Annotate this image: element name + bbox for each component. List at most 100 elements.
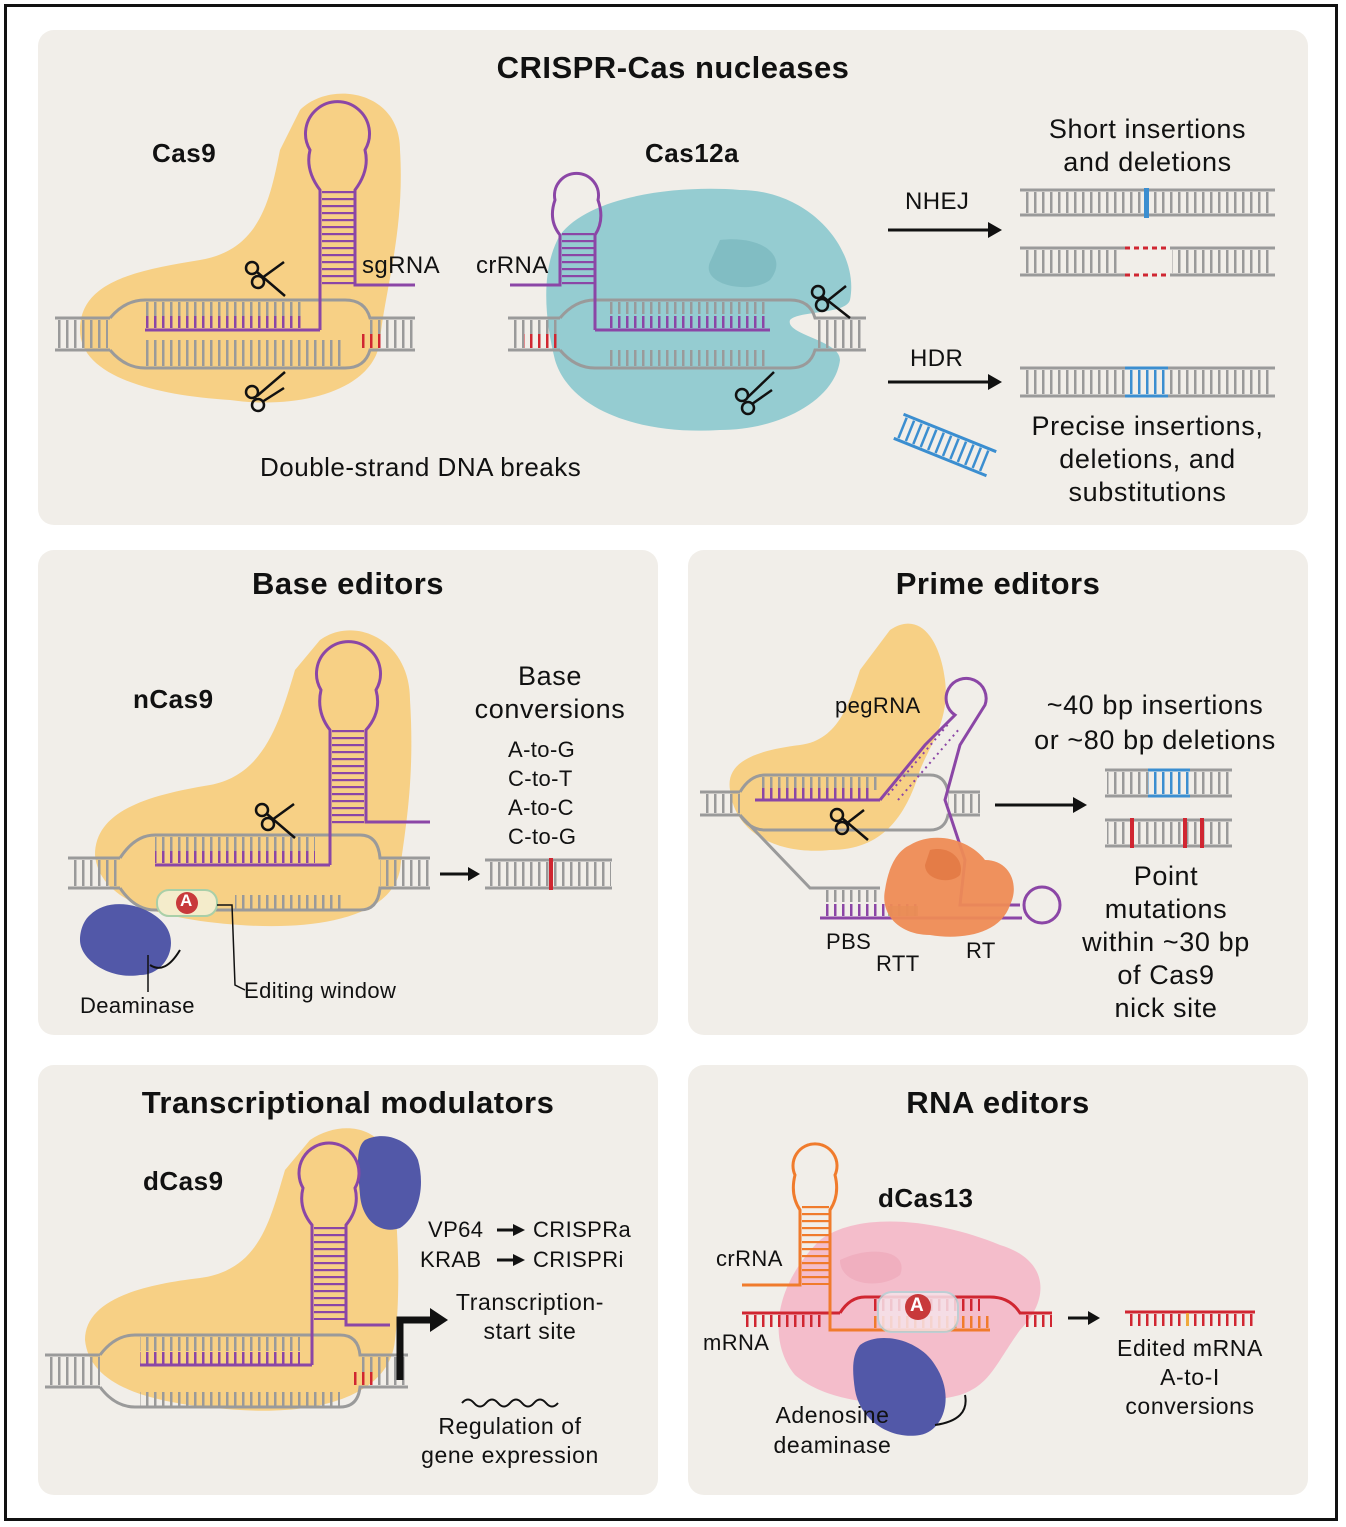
crispri-label: CRISPRi xyxy=(533,1247,624,1272)
hdr-label: HDR xyxy=(910,345,964,372)
rtt-label: RTT xyxy=(876,951,920,976)
indels-line-2: and deletions xyxy=(1063,147,1232,177)
point-line-4: of Cas9 xyxy=(1117,960,1215,990)
prime-out-line-2: or ~80 bp deletions xyxy=(1034,725,1276,755)
scissors-icon-prime xyxy=(829,807,869,841)
scissors-icon-cas12a-top xyxy=(810,284,851,319)
indel-dna-deletion xyxy=(1020,246,1275,277)
scissors-icon-cas9-top xyxy=(244,260,286,297)
cas12a-dna xyxy=(508,298,866,370)
pbs-label: PBS xyxy=(826,929,872,954)
conversion-c-to-g: C-to-G xyxy=(508,824,577,849)
prime-out-line-1: ~40 bp insertions xyxy=(1046,690,1264,720)
ncas9-label: nCas9 xyxy=(133,684,214,714)
base-converted-dna xyxy=(485,858,612,890)
cas12a-crrna xyxy=(510,171,603,330)
precise-dna xyxy=(1020,366,1275,398)
crispra-label: CRISPRa xyxy=(533,1217,632,1242)
rna-arrow xyxy=(1068,1311,1100,1325)
precise-line-3: substitutions xyxy=(1068,477,1227,507)
reg-line-2: gene expression xyxy=(421,1442,599,1468)
tss-arrow-icon xyxy=(396,1316,432,1380)
base-conversions-heading: Base conversions xyxy=(455,660,645,726)
edited-line-3: conversions xyxy=(1125,1393,1255,1419)
nhej-arrow xyxy=(888,222,1002,238)
precise-line-1: Precise insertions, xyxy=(1031,411,1264,441)
reverse-transcriptase xyxy=(884,837,1014,937)
crrna-label: crRNA xyxy=(476,252,549,279)
scissors-icon-cas12a-bottom xyxy=(734,371,775,416)
adenosine-line-1: Adenosine xyxy=(775,1402,890,1428)
point-mutations-label: Point mutations within ~30 bp of Cas9 ni… xyxy=(1060,860,1272,1025)
mrna-wave-icon xyxy=(461,1398,559,1408)
adenosine-deaminase-label: Adenosine deaminase xyxy=(750,1400,915,1460)
prime-outcome-label: ~40 bp insertions or ~80 bp deletions xyxy=(1005,688,1305,758)
tss-line-2: start site xyxy=(483,1318,577,1344)
krab-arrow xyxy=(497,1254,525,1266)
deaminase-protein xyxy=(80,904,171,976)
point-line-1: Point xyxy=(1133,861,1199,891)
krab-label: KRAB xyxy=(420,1247,482,1272)
editing-window-label: Editing window xyxy=(244,978,397,1003)
donor-dna-template xyxy=(893,412,997,478)
vp64-label: VP64 xyxy=(428,1217,484,1242)
prime-editor-protein xyxy=(729,623,946,851)
base-arrow xyxy=(440,867,480,881)
edited-mrna xyxy=(1125,1310,1255,1326)
prime-arrow xyxy=(995,797,1087,813)
dsb-label: Double-strand DNA breaks xyxy=(260,452,582,482)
point-line-3: within ~30 bp xyxy=(1082,927,1250,957)
conversion-c-to-t: C-to-T xyxy=(508,766,573,791)
deaminase-label: Deaminase xyxy=(80,993,195,1018)
dcas13-label: dCas13 xyxy=(878,1183,974,1213)
dcas9-label: dCas9 xyxy=(143,1166,224,1196)
cas9-sgrna xyxy=(304,100,415,330)
adenine-base-icon xyxy=(176,892,198,914)
precise-label: Precise insertions, deletions, and subst… xyxy=(1005,410,1290,509)
conversion-a-to-g: A-to-G xyxy=(508,737,576,762)
nucleases-title: CRISPR-Cas nucleases xyxy=(496,50,850,85)
scissors-icon-cas9-bottom xyxy=(244,371,286,413)
transcription-title: Transcriptional modulators xyxy=(141,1085,555,1120)
conversion-a-to-c: A-to-C xyxy=(508,795,574,820)
rt-label: RT xyxy=(966,938,996,963)
base-editor-dna xyxy=(68,833,430,912)
prime-insertion-dna xyxy=(1105,768,1232,798)
sgrna-label: sgRNA xyxy=(362,252,441,279)
base-editors-title: Base editors xyxy=(251,566,445,601)
cas13-crrna-label: crRNA xyxy=(716,1246,783,1271)
indels-label: Short insertions and deletions xyxy=(1010,113,1285,179)
effector-domain xyxy=(357,1136,421,1230)
prime-editor-dna xyxy=(700,773,980,902)
pegrna-label: pegRNA xyxy=(835,693,921,718)
cas12a-label: Cas12a xyxy=(645,138,740,168)
tss-label: Transcription- start site xyxy=(440,1288,620,1346)
dcas9-protein xyxy=(85,1128,399,1411)
base-conv-line-1: Base xyxy=(518,661,582,691)
rna-editors-title: RNA editors xyxy=(906,1085,1090,1120)
indels-line-1: Short insertions xyxy=(1048,114,1247,144)
mrna-label: mRNA xyxy=(703,1330,770,1355)
prime-point-dna xyxy=(1105,818,1232,848)
edited-line-2: A-to-I xyxy=(1160,1364,1220,1390)
hdr-arrow xyxy=(888,374,1002,390)
dcas9-dna xyxy=(45,1333,408,1409)
adenosine-line-2: deaminase xyxy=(773,1432,892,1458)
reg-line-1: Regulation of xyxy=(438,1413,582,1439)
vp64-arrow xyxy=(497,1224,525,1236)
point-line-5: nick site xyxy=(1114,993,1218,1023)
tss-line-1: Transcription- xyxy=(455,1289,605,1315)
adenine-rna-icon xyxy=(905,1294,931,1320)
nhej-label: NHEJ xyxy=(905,188,970,215)
rna-adenine-letter: A xyxy=(910,1295,925,1316)
prime-editors-title: Prime editors xyxy=(895,566,1101,601)
regulation-label: Regulation of gene expression xyxy=(400,1412,620,1470)
edited-mrna-label: Edited mRNA A-to-I conversions xyxy=(1095,1334,1285,1421)
base-editor-sgrna xyxy=(315,640,430,865)
dcas9-sgrna xyxy=(297,1141,390,1365)
adenosine-deaminase xyxy=(853,1337,946,1436)
precise-line-2: deletions, and xyxy=(1059,444,1236,474)
indel-dna-insertion xyxy=(1020,188,1275,218)
adenine-letter: A xyxy=(180,891,193,910)
